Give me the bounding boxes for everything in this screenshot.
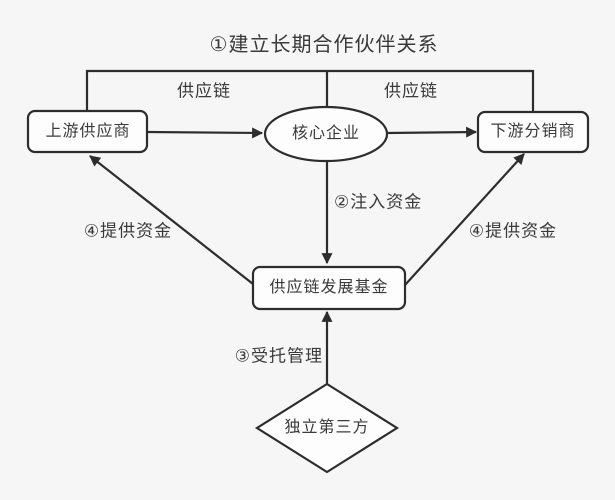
downstream-distributor-label: 下游分销商 (490, 123, 576, 140)
arrow-core-to-distributor (386, 126, 478, 138)
partnership-bracket-line (85, 69, 535, 112)
label-provide-funds-left: ④提供资金 (83, 221, 173, 241)
supply-chain-fund-box (251, 265, 407, 311)
label-provide-funds-right: ④提供资金 (468, 221, 558, 241)
arrow-fund-to-supplier (89, 155, 254, 285)
label-inject-funds: ②注入资金 (334, 192, 423, 212)
core-enterprise-ellipse (263, 105, 389, 163)
downstream-distributor-box (476, 110, 590, 154)
upstream-supplier-label: 上游供应商 (45, 123, 131, 140)
label-supply-chain-left: 供应链 (177, 81, 231, 101)
diagram-title: ①建立长期合作伙伴关系 (209, 34, 439, 56)
arrow-fund-to-distributor (404, 153, 525, 286)
arrow-supplier-to-core (146, 127, 264, 139)
label-supply-chain-right: 供应链 (384, 81, 438, 101)
upstream-supplier-box (26, 109, 149, 154)
independent-third-party-label: 独立第三方 (284, 419, 370, 436)
independent-third-party-diamond (254, 382, 400, 474)
core-enterprise-label: 核心企业 (291, 125, 361, 142)
supply-chain-fund-label: 供应链发展基金 (269, 279, 389, 296)
label-entrusted-management: ③受托管理 (234, 346, 323, 366)
